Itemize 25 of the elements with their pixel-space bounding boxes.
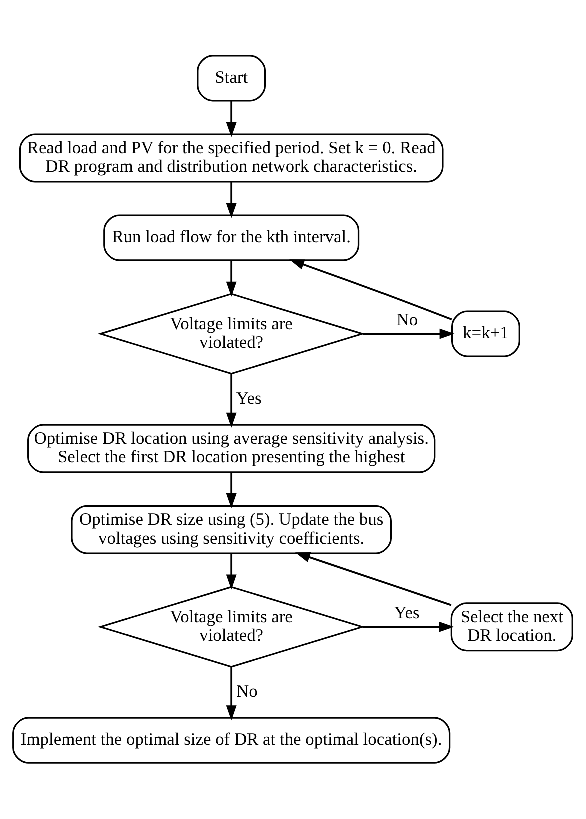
arrow [226, 182, 237, 218]
edge-label: No [236, 681, 258, 702]
node-diamond: Voltage limits are violated? [98, 586, 366, 668]
arrow [290, 260, 452, 320]
node-box: Run load flow for the kth interval. [104, 214, 360, 262]
arrow [226, 374, 237, 428]
arrow [362, 622, 454, 632]
node-box: Start [197, 55, 266, 102]
node-box: Optimise DR location using average sensitivity analysis. Select the first DR location presenting the highest [28, 424, 436, 474]
node-box: Select the next DR location. [450, 602, 574, 652]
arrow [226, 472, 237, 508]
node-diamond: Voltage limits are violated? [98, 293, 366, 375]
arrow [362, 328, 455, 340]
node-box: Optimise DR size using (5). Update the bus voltages using sensitivity coefficients. [71, 505, 392, 554]
node-box: Implement the optimal size of DR at the optimal location(s). [12, 717, 451, 764]
edge-label: Yes [394, 602, 420, 623]
arrow [226, 260, 237, 297]
edge-label: No [396, 310, 418, 330]
node-box: k=k+1 [452, 310, 520, 358]
arrow [226, 667, 237, 721]
arrow [226, 554, 237, 590]
arrow [295, 552, 452, 606]
arrow [226, 101, 237, 138]
edge-label: Yes [236, 388, 262, 408]
node-box: Read load and PV for the specified period. Set k = 0. Read DR program and distribution network characteristics. [19, 134, 444, 183]
